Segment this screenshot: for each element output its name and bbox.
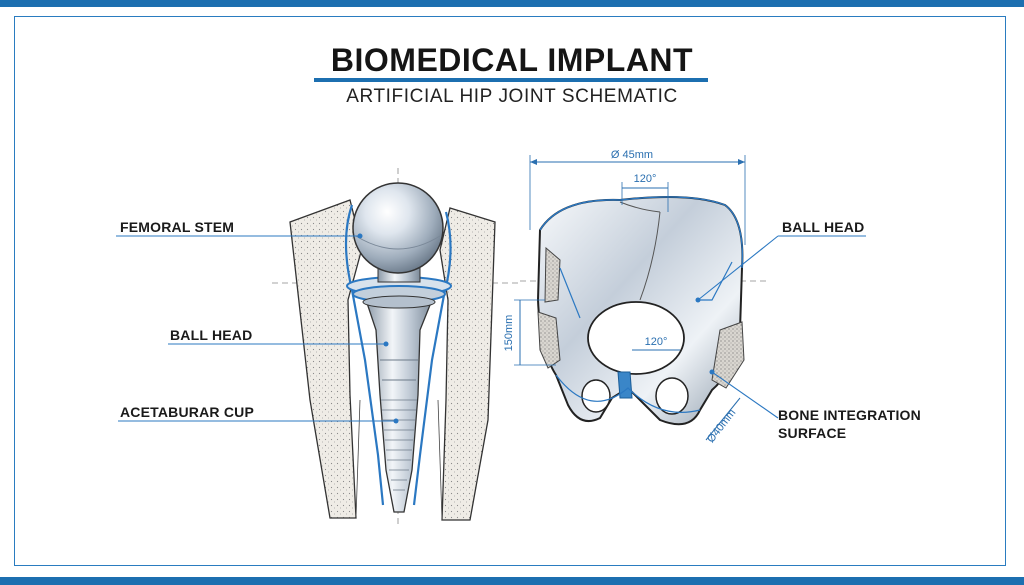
page-subtitle: ARTIFICIAL HIP JOINT SCHEMATIC bbox=[346, 86, 678, 107]
dim-angle-top-label: 120° bbox=[634, 173, 657, 185]
leader-bone-integration bbox=[711, 371, 779, 419]
dimension-width: Ø 45mm bbox=[529, 149, 746, 245]
label-bone-integration-line1: BONE INTEGRATION bbox=[778, 407, 921, 423]
cement-line-right bbox=[412, 211, 452, 506]
label-femoral-stem: FEMORAL STEM bbox=[120, 219, 235, 235]
cement-line-left bbox=[344, 204, 385, 506]
femur-section bbox=[289, 199, 496, 521]
dimension-angle-top: 120° bbox=[621, 173, 669, 212]
label-ball-head-right: BALL HEAD bbox=[782, 219, 865, 235]
femur-cortex-left bbox=[289, 199, 363, 519]
dimension-height: 150mm bbox=[503, 299, 556, 366]
femoral-stem bbox=[365, 299, 433, 513]
dimension-angle-inner: 120° bbox=[632, 336, 680, 351]
label-ball-head-left: BALL HEAD bbox=[170, 327, 253, 343]
stem-collar bbox=[346, 276, 452, 309]
dim-height-label: 150mm bbox=[503, 315, 515, 352]
top-accent-bar bbox=[0, 0, 1024, 7]
bottom-accent-bar bbox=[0, 577, 1024, 585]
dimension-diagonal: Ø40mm bbox=[705, 397, 741, 445]
femur-cortex-right bbox=[439, 207, 496, 521]
dim-angle-inner-label: 120° bbox=[645, 336, 668, 348]
page-title: BIOMEDICAL IMPLANT bbox=[330, 42, 694, 78]
label-acetabular-cup: ACETABURAR CUP bbox=[120, 404, 254, 420]
label-bone-integration-line2: SURFACE bbox=[778, 425, 847, 441]
bone-pad-left bbox=[537, 311, 561, 369]
cup-inner-opening bbox=[587, 301, 685, 375]
acetabular-cup-view bbox=[536, 195, 745, 426]
title-underline bbox=[314, 78, 708, 82]
dim-width-label: Ø 45mm bbox=[611, 149, 653, 161]
diagram-frame bbox=[14, 16, 1006, 566]
dim-diagonal-label: Ø40mm bbox=[705, 407, 739, 445]
femoral-ball bbox=[352, 182, 444, 274]
